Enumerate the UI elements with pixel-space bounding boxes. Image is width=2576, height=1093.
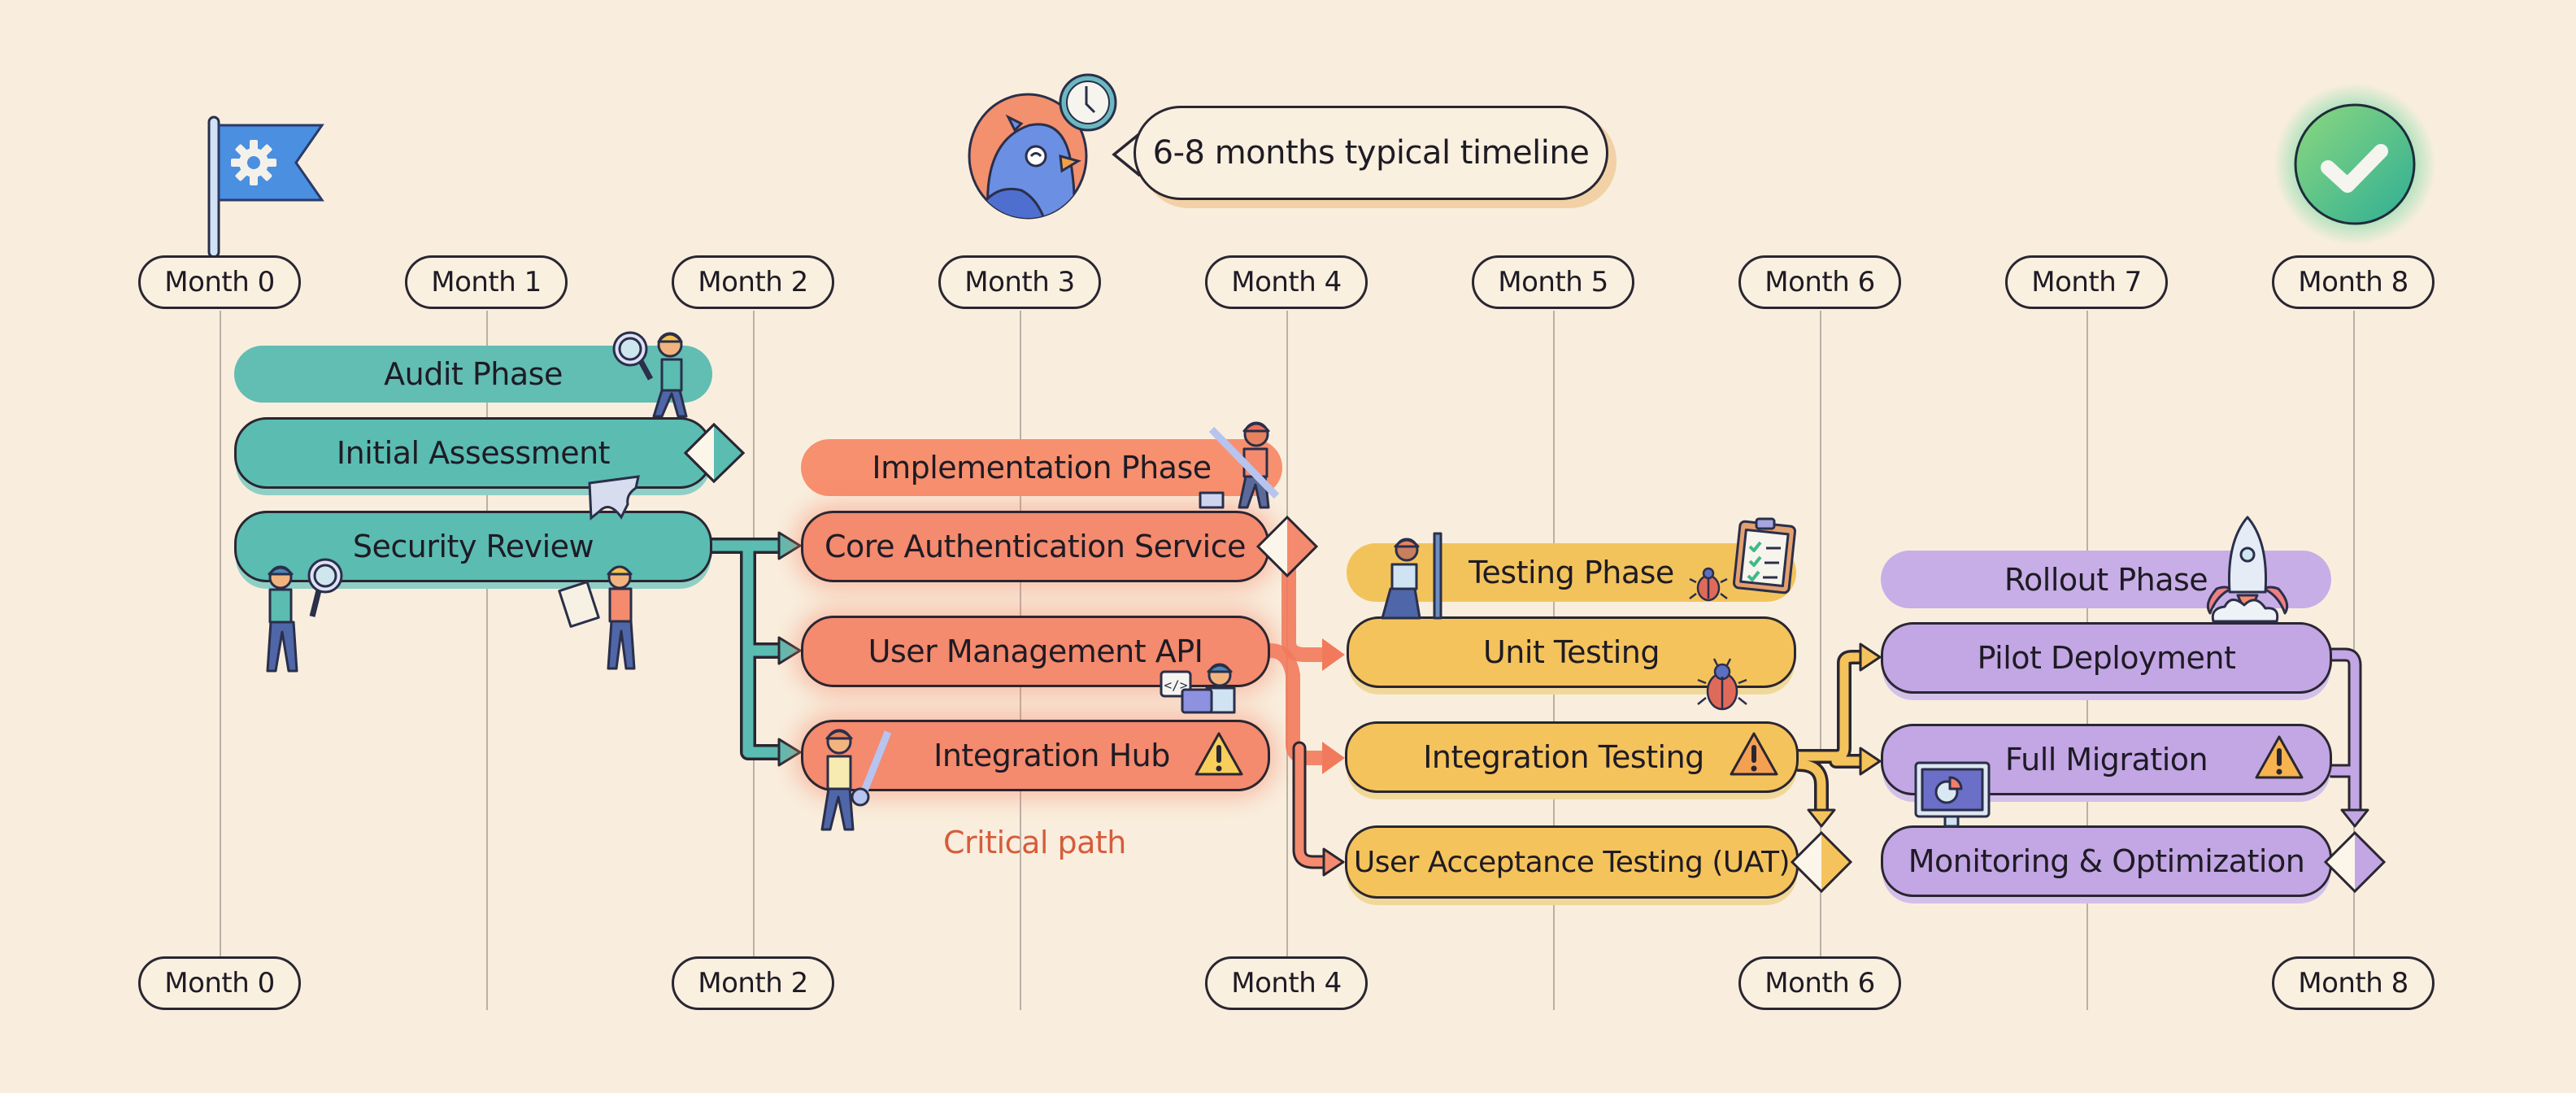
month-pill-top-4: Month 4	[1205, 255, 1368, 309]
inspector-figure-icon	[266, 558, 343, 673]
milestone-diamond-monitoring	[2323, 830, 2387, 894]
auditor-figure-icon	[612, 331, 688, 418]
bug-icon-large	[1697, 658, 1747, 711]
month-pill-top-6: Month 6	[1738, 255, 1901, 309]
clipboard-worker-icon	[558, 565, 636, 670]
bug-icon-small	[1689, 567, 1728, 602]
month-pill-top-5: Month 5	[1472, 255, 1634, 309]
gridline-month-6	[1820, 311, 1821, 961]
gridline-month-8	[2353, 311, 2355, 961]
month-pill-top-8: Month 8	[2272, 255, 2435, 309]
rocket-icon	[2206, 516, 2289, 623]
rollout-internal-connector	[2325, 647, 2369, 828]
start-flag	[203, 114, 333, 259]
testing-to-rollout-connector	[1791, 642, 1882, 828]
gridline-month-1	[486, 311, 488, 1010]
gear-flag-icon	[207, 115, 324, 259]
timeline-callout: 6-8 months typical timeline	[1134, 106, 1608, 200]
month-pill-bottom-8: Month 8	[2272, 956, 2435, 1010]
developer-laptop-icon: </>	[1160, 663, 1236, 714]
month-pill-bottom-4: Month 4	[1205, 956, 1368, 1010]
hub-worker-wrench-icon	[820, 729, 892, 831]
implementation-to-testing-connector	[1263, 562, 1345, 877]
warning-icon-full-migration	[2255, 735, 2304, 779]
bird-mascot-icon	[968, 73, 1117, 220]
testing-worker-icon	[1381, 532, 1442, 620]
checklist-clipboard-icon	[1732, 517, 1797, 594]
task-bar-security-review[interactable]: Security Review	[234, 511, 712, 582]
milestone-diamond-initial-assessment	[683, 422, 746, 484]
check-circle-icon	[2274, 83, 2436, 246]
milestone-diamond-uat	[1790, 830, 1853, 894]
month-pill-bottom-6: Month 6	[1738, 956, 1901, 1010]
dashboard-monitor-icon	[1914, 761, 1991, 828]
audit-to-implementation-connector	[703, 531, 802, 767]
mascot-avatar	[964, 68, 1119, 223]
month-pill-top-3: Month 3	[938, 255, 1101, 309]
completion-marker	[2259, 73, 2438, 252]
warning-icon-integration-testing	[1730, 732, 1778, 776]
month-pill-top-2: Month 2	[672, 255, 834, 309]
month-pill-top-1: Month 1	[405, 255, 568, 309]
critical-path-label: Critical path	[943, 825, 1126, 860]
month-pill-top-0: Month 0	[138, 255, 301, 309]
svg-text:</>: </>	[1164, 677, 1188, 693]
puzzle-piece-icon	[588, 475, 640, 521]
month-pill-bottom-2: Month 2	[672, 956, 834, 1010]
month-pill-bottom-0: Month 0	[138, 956, 301, 1010]
month-pill-top-7: Month 7	[2005, 255, 2168, 309]
gridline-month-0	[220, 311, 221, 961]
wrench-worker-icon	[1199, 421, 1280, 509]
warning-icon-integration-hub	[1194, 732, 1243, 776]
milestone-diamond-core-authentication	[1255, 515, 1319, 578]
callout-text: 6-8 months typical timeline	[1152, 134, 1590, 172]
